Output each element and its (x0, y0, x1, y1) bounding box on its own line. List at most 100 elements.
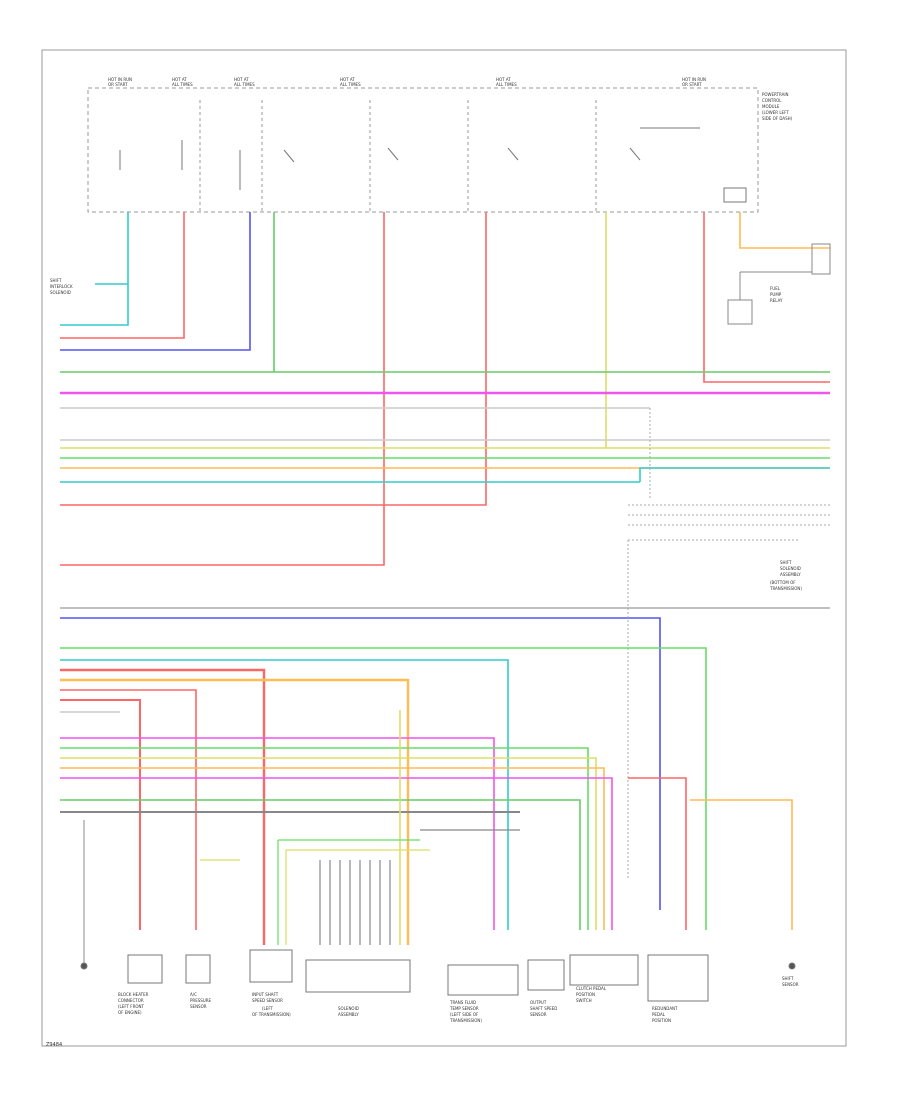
wire-yel-j (60, 757, 597, 930)
module-label-4: (LOWER LEFT (762, 110, 789, 115)
top-fuse-labels: HOT IN RUN OR START HOT AT ALL TIMES HOT… (108, 77, 706, 87)
wire-lt-blu-b (60, 659, 509, 930)
wire-red-right (703, 212, 830, 383)
wire-grn-a (60, 647, 707, 930)
fuse-label-5b: ALL TIMES (496, 82, 517, 87)
comp-1-l1: BLOCK HEATER (118, 992, 149, 997)
fuse-label-2b: ALL TIMES (172, 82, 193, 87)
fuse-label-6b: OR START (682, 82, 702, 87)
module-label-5: SIDE OF DASH) (762, 116, 793, 121)
top-drop-wires (60, 212, 830, 566)
comp-1-l4: OF ENGINE) (118, 1010, 142, 1015)
component-box-2 (185, 954, 211, 984)
lower-harness-wires (60, 647, 793, 945)
wire-red-top (60, 212, 185, 339)
right-group-label-5: TRANSMISSION) (769, 586, 802, 591)
bottom-components (80, 820, 796, 1002)
fuse-label-4b: ALL TIMES (340, 82, 361, 87)
comp-7-l3: SWITCH (576, 998, 592, 1003)
comp-6-l3: SENSOR (530, 1012, 547, 1017)
component-box-3 (249, 949, 293, 983)
pcm-module-box (87, 87, 759, 213)
comp-9-l1: SHIFT (782, 976, 794, 981)
left-ground-label-1: SHIFT (50, 278, 62, 283)
comp-2-l2: PRESSURE (190, 998, 212, 1003)
comp-8-l2: PEDAL (652, 1012, 666, 1017)
comp-3-l1: INPUT SHAFT (252, 992, 279, 997)
left-ground-label: SHIFT INTERLOCK SOLENOID (50, 278, 73, 295)
horizontal-bus-wires (60, 371, 830, 910)
comp-8-l1: REDUNDANT (652, 1006, 678, 1011)
internal-switches (119, 127, 747, 203)
wire-pnk-h (60, 737, 495, 930)
comp-6-l1: OUTPUT (530, 1000, 547, 1005)
component-box-7 (569, 954, 639, 986)
wire-tan-relay (739, 212, 830, 249)
module-label-2: CONTROL (762, 98, 782, 103)
fuse-label-6a: HOT IN RUN (682, 77, 706, 82)
pcm-internal-dividers (199, 100, 597, 212)
wire-tan-d (60, 678, 410, 945)
wire-red-low (60, 212, 385, 566)
component-box-1 (127, 954, 163, 984)
fuse-label-4a: HOT AT (340, 77, 355, 82)
component-box-4 (305, 959, 411, 993)
module-label-3: MODULE (762, 104, 780, 109)
component-box-5 (447, 964, 519, 996)
comp-7-l2: POSITION (576, 992, 595, 997)
wire-blu-top (60, 212, 251, 351)
fuse-label-5a: HOT AT (496, 77, 511, 82)
fuse-label-1a: HOT IN RUN (108, 77, 132, 82)
comp-6-l2: SHAFT SPEED (530, 1006, 557, 1011)
fuel-pump-label-3: RELAY (770, 298, 783, 303)
wire-lt-grn-n (60, 799, 581, 930)
bus-lt-blu-1b (639, 467, 830, 482)
right-group-label-1: SHIFT (780, 560, 792, 565)
fuse-label-2a: HOT AT (172, 77, 187, 82)
comp-3-l2: SPEED SENSOR (252, 998, 283, 1003)
ground-right (788, 962, 796, 970)
wire-red-c (60, 668, 266, 945)
fuel-pump-label: FUEL PUMP RELAY (770, 286, 783, 303)
module-label-1: POWERTRAIN (762, 92, 789, 97)
right-group-label-3: ASSEMBLY (780, 572, 801, 577)
component-box-8 (647, 954, 709, 1002)
footer-code: Z9484 (46, 1042, 62, 1048)
comp-3-l4: OF TRANSMISSION) (252, 1012, 291, 1017)
wire-red-mid (60, 212, 487, 506)
left-ground-label-3: SOLENOID (50, 290, 71, 295)
fuel-pump-label-2: PUMP (770, 292, 782, 297)
ground-left (80, 962, 88, 970)
comp-5-l1: TRANS FLUID (449, 1000, 476, 1005)
wire-tan-p (690, 799, 793, 930)
bus-blu-2 (60, 617, 661, 910)
comp-1-l3: (LEFT FRONT (118, 1004, 144, 1009)
comp-5-l3: (LEFT SIDE OF (450, 1012, 479, 1017)
comp-3-l3: (LEFT (262, 1006, 274, 1011)
fuse-label-3b: ALL TIMES (234, 82, 255, 87)
comp-5-l2: TEMP SENSOR (449, 1006, 479, 1011)
fuse-label-1b: OR START (108, 82, 128, 87)
fuel-pump-relay (727, 243, 831, 325)
wire-pnk-l (60, 777, 613, 930)
fuse-label-3a: HOT AT (234, 77, 249, 82)
module-label: POWERTRAIN CONTROL MODULE (LOWER LEFT SI… (762, 92, 793, 121)
right-group-label-4: (BOTTOM OF (770, 580, 796, 585)
fuel-pump-label-1: FUEL (770, 286, 781, 291)
right-connector-stack (627, 408, 830, 880)
comp-4-l1: SOLENOID (338, 1006, 359, 1011)
right-group-label-2: SOLENOID (780, 566, 801, 571)
comp-5-l4: TRANSMISSION) (449, 1018, 482, 1023)
comp-4-l2: ASSEMBLY (338, 1012, 359, 1017)
wire-lt-blu-top (60, 212, 129, 326)
comp-8-l3: POSITION (652, 1018, 671, 1023)
comp-7-l1: CLUTCH PEDAL (576, 986, 607, 991)
solenoid-wire-fan (200, 829, 520, 945)
wire-red-f (60, 699, 141, 930)
comp-1-l2: CONNECTOR (118, 998, 144, 1003)
diagram-frame (41, 49, 847, 1047)
wire-tan-k (60, 767, 605, 930)
wire-red-e (60, 689, 197, 930)
component-box-6 (527, 959, 565, 991)
